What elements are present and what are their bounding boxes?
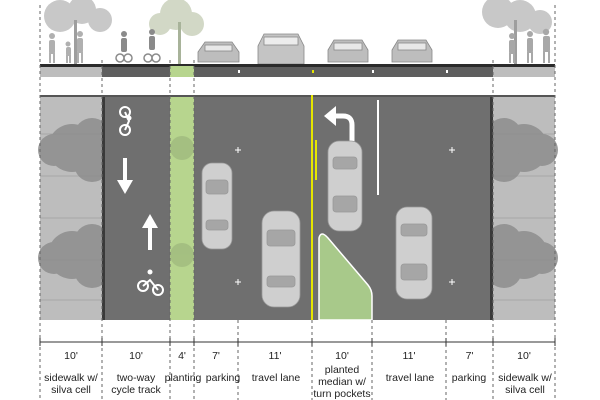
tree-icon (38, 118, 558, 288)
car-icon (201, 162, 233, 250)
arrow-up-icon (142, 214, 158, 250)
width-travel-right: 11' (402, 350, 416, 362)
width-cycle-track: 10' (129, 350, 143, 362)
label-travel-right: travel lane (385, 372, 435, 384)
car-icon (391, 39, 433, 63)
dimension-line (39, 5, 556, 400)
bicycle-icon (119, 106, 164, 296)
tree-icon (482, 0, 552, 64)
parking-markers (235, 147, 455, 285)
planting-strip (170, 95, 194, 320)
label-cycle-track: two-way cycle track (111, 372, 161, 396)
width-parking-left: 7' (212, 350, 220, 362)
label-sidewalk-left: sidewalk w/ silva cell (44, 372, 98, 396)
car-icon (327, 39, 369, 63)
car-icon (197, 41, 240, 63)
left-turn-arrow-icon (333, 113, 355, 142)
width-median: 10' (335, 350, 349, 362)
tree-icon (149, 0, 204, 64)
centerline (311, 95, 313, 320)
width-sidewalk-right: 10' (517, 350, 531, 362)
tree-icon (170, 136, 194, 267)
elevation-view (40, 0, 555, 77)
car-icon (261, 210, 301, 308)
cyclist-figure (121, 29, 155, 52)
width-parking-right: 7' (465, 350, 474, 362)
label-sidewalk-right: sidewalk w/ silva cell (498, 372, 552, 396)
car-icon (257, 33, 305, 65)
label-parking-right: parking (451, 372, 487, 384)
pedestrian-icon (509, 28, 550, 63)
planted-median (318, 233, 373, 321)
label-travel-left: travel lane (251, 372, 301, 384)
width-planting: 4' (178, 350, 186, 362)
car-icon (395, 206, 433, 300)
arrow-down-icon (117, 158, 133, 194)
label-median: planted median w/ turn pockets (313, 364, 371, 400)
pedestrian-icon (49, 31, 83, 63)
tree-icon (44, 0, 112, 64)
car-icon (327, 140, 363, 232)
label-parking-left: parking (205, 372, 241, 384)
cycle-track (105, 95, 170, 320)
label-planting: planting (164, 372, 202, 384)
width-sidewalk-left: 10' (64, 350, 78, 362)
plan-view (38, 95, 558, 321)
bicycle-icon (115, 53, 161, 63)
width-travel-left: 11' (268, 350, 282, 362)
